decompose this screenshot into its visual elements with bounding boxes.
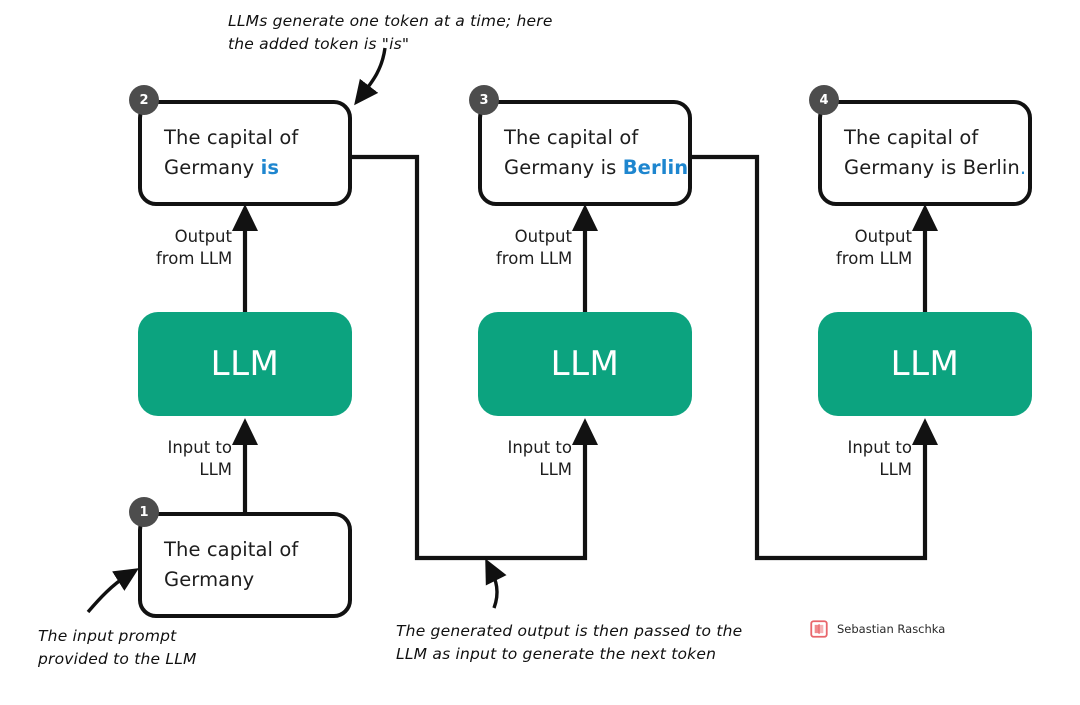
prompt-box-step-2-line-1: The capital of [164, 125, 299, 149]
prompt-step-3-new-token: Berlin [622, 156, 689, 179]
edge-label-input-1-line-1: Input to [167, 438, 232, 457]
edge-label-output-3: Output from LLM [836, 226, 912, 270]
annotation-bottom-left-line-1: The input prompt [38, 627, 177, 645]
step-badge-4: 4 [809, 85, 839, 115]
prompt-step-4-plain: Germany is Berlin [844, 156, 1020, 179]
prompt-box-step-2-line-2: Germany is [164, 153, 326, 183]
prompt-step-2-new-token: is [260, 156, 280, 179]
step-badge-3: 3 [469, 85, 499, 115]
annotation-top-line-1: LLMs generate one token at a time; here [228, 12, 553, 30]
edge-label-input-1-line-2: LLM [199, 459, 232, 479]
prompt-box-step-4[interactable]: The capital of Germany is Berlin. [818, 100, 1032, 206]
prompt-box-step-4-line-1: The capital of [844, 125, 979, 149]
prompt-step-2-plain: Germany [164, 156, 261, 179]
prompt-step-4-new-token: . [1019, 156, 1027, 179]
edge-label-input-3-line-2: LLM [879, 459, 912, 479]
annotation-top-line-2: the added token is "is" [228, 35, 410, 54]
edge-label-output-2-line-1: Output [514, 227, 572, 246]
prompt-step-3-plain: Germany is [504, 156, 623, 179]
edge-label-input-3: Input to LLM [836, 437, 912, 481]
edge-label-output-2: Output from LLM [496, 226, 572, 270]
step-badge-2: 2 [129, 85, 159, 115]
step-badge-1: 1 [129, 497, 159, 527]
edge-label-output-1-line-2: from LLM [156, 248, 233, 268]
llm-block-3[interactable]: LLM [818, 312, 1032, 416]
edge-label-output-1: Output from LLM [156, 226, 232, 270]
edge-label-output-3-line-1: Output [854, 227, 912, 246]
prompt-box-step-1[interactable]: The capital of Germany [138, 512, 352, 618]
book-icon [810, 620, 828, 638]
annotation-bottom-left-line-2: provided to the LLM [38, 650, 197, 669]
prompt-box-step-2[interactable]: The capital of Germany is [138, 100, 352, 206]
annotation-pointer-bottom-center [485, 558, 507, 609]
llm-block-2[interactable]: LLM [478, 312, 692, 416]
edge-label-input-1: Input to LLM [156, 437, 232, 481]
annotation-bottom-center: The generated output is then passed to t… [396, 620, 742, 667]
prompt-box-step-1-line-1: The capital of [164, 537, 299, 561]
edge-label-input-2: Input to LLM [496, 437, 572, 481]
annotation-top: LLMs generate one token at a time; here … [228, 10, 553, 57]
edge-label-input-2-line-2: LLM [539, 459, 572, 479]
prompt-box-step-3-line-1: The capital of [504, 125, 639, 149]
edge-label-output-2-line-2: from LLM [496, 248, 573, 268]
annotation-bottom-left: The input prompt provided to the LLM [38, 625, 197, 672]
annotation-pointer-bottom-left [86, 568, 139, 614]
annotation-bottom-center-line-1: The generated output is then passed to t… [396, 622, 743, 640]
annotation-bottom-center-line-2: LLM as input to generate the next token [396, 645, 717, 664]
prompt-box-step-1-line-2: Germany [164, 568, 255, 591]
edge-label-output-1-line-1: Output [174, 227, 232, 246]
signature: Sebastian Raschka [810, 620, 945, 638]
prompt-box-step-3-line-2: Germany is Berlin [504, 153, 688, 183]
edge-label-input-2-line-1: Input to [507, 438, 572, 457]
prompt-box-step-3[interactable]: The capital of Germany is Berlin [478, 100, 692, 206]
prompt-box-step-4-line-2: Germany is Berlin. [844, 153, 1026, 183]
edge-label-output-3-line-2: from LLM [836, 248, 913, 268]
edge-label-input-3-line-1: Input to [847, 438, 912, 457]
signature-name: Sebastian Raschka [837, 622, 946, 636]
llm-block-1[interactable]: LLM [138, 312, 352, 416]
